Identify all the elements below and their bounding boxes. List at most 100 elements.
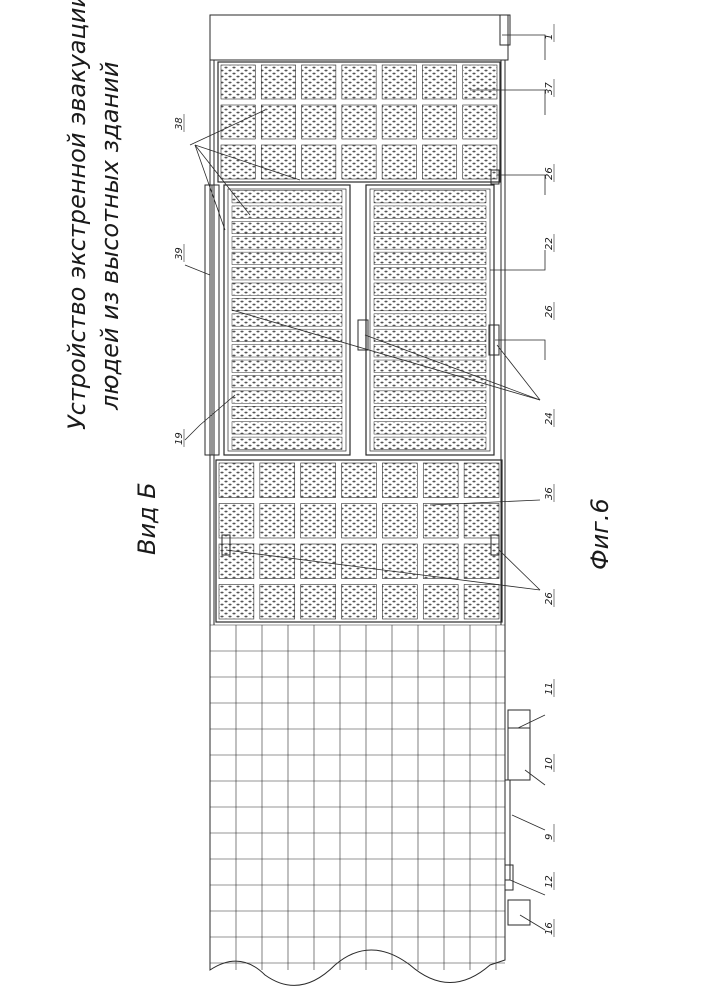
panel-22 bbox=[366, 185, 494, 455]
view-label: Вид Б bbox=[133, 482, 161, 555]
perforated-panel-icon bbox=[301, 585, 336, 620]
callout-37: 37 bbox=[544, 82, 555, 95]
perforated-panel-icon bbox=[422, 145, 456, 179]
perforated-panel-icon bbox=[374, 329, 486, 341]
callout-26a: 26 bbox=[544, 167, 555, 180]
perforated-panel-icon bbox=[260, 463, 295, 498]
perforated-panel-icon bbox=[374, 237, 486, 249]
perforated-panel-icon bbox=[232, 375, 342, 387]
perforated-panel-icon bbox=[422, 65, 456, 99]
perforated-panel-icon bbox=[374, 391, 486, 403]
perforated-panel-icon bbox=[342, 504, 377, 539]
leader-22 bbox=[490, 250, 545, 270]
title-line1: Устройство экстренной эвакуации bbox=[63, 0, 91, 430]
perforated-panel-icon bbox=[374, 283, 486, 295]
evacuation-device bbox=[205, 15, 530, 985]
perforated-panel-icon bbox=[374, 406, 486, 418]
perforated-panel-icon bbox=[464, 463, 499, 498]
perforated-panel-icon bbox=[464, 544, 499, 579]
perforated-panel-icon bbox=[232, 406, 342, 418]
perforated-panel-icon bbox=[232, 237, 342, 249]
leader-39 bbox=[185, 265, 210, 295]
perforated-panel-icon bbox=[261, 105, 295, 139]
perforated-panel-icon bbox=[374, 191, 486, 203]
grid-wall-icon bbox=[210, 625, 505, 970]
panel-36 bbox=[216, 460, 502, 622]
perforated-panel-icon bbox=[261, 65, 295, 99]
callout-26b: 26 bbox=[544, 305, 555, 318]
leader-16 bbox=[520, 915, 545, 930]
perforated-panel-icon bbox=[232, 314, 342, 326]
perforated-panel-icon bbox=[232, 345, 342, 357]
perforated-panel-icon bbox=[423, 463, 458, 498]
callout-24: 24 bbox=[544, 412, 555, 425]
perforated-panel-icon bbox=[342, 463, 377, 498]
perforated-panel-icon bbox=[463, 65, 497, 99]
fixture-16 bbox=[508, 900, 530, 925]
perforated-panel-icon bbox=[342, 65, 376, 99]
perforated-panel-icon bbox=[232, 329, 342, 341]
perforated-panel-icon bbox=[374, 360, 486, 372]
leader-10 bbox=[525, 770, 545, 785]
title-group: Устройство экстренной эвакуации людей из… bbox=[63, 0, 124, 430]
callout-9: 9 bbox=[544, 834, 555, 840]
callout-39: 39 bbox=[174, 247, 185, 260]
perforated-panel-icon bbox=[221, 145, 255, 179]
perforated-panel-icon bbox=[382, 463, 417, 498]
perforated-panel-icon bbox=[374, 206, 486, 218]
perforated-panel-icon bbox=[232, 391, 342, 403]
perforated-panel-icon bbox=[232, 268, 342, 280]
callout-11: 11 bbox=[544, 682, 555, 695]
perforated-panel-icon bbox=[221, 105, 255, 139]
perforated-panel-icon bbox=[463, 105, 497, 139]
perforated-panel-icon bbox=[342, 145, 376, 179]
frame-top bbox=[210, 15, 508, 60]
panel-37 bbox=[218, 62, 500, 182]
leader-26a bbox=[497, 175, 545, 195]
perforated-panel-icon bbox=[463, 145, 497, 179]
perforated-panel-icon bbox=[232, 422, 342, 434]
perforated-panel-icon bbox=[374, 314, 486, 326]
perforated-panel-icon bbox=[342, 105, 376, 139]
perforated-panel-icon bbox=[302, 105, 336, 139]
fixture-10 bbox=[508, 710, 530, 780]
title-line2: людей из высотных зданий bbox=[96, 62, 124, 412]
perforated-panel-icon bbox=[232, 283, 342, 295]
callout-10: 10 bbox=[544, 757, 555, 770]
perforated-panel-icon bbox=[342, 585, 377, 620]
callout-16: 16 bbox=[544, 922, 555, 935]
perforated-panel-icon bbox=[374, 221, 486, 233]
callout-36: 36 bbox=[544, 487, 555, 500]
callout-12: 12 bbox=[544, 875, 555, 888]
perforated-panel-icon bbox=[423, 544, 458, 579]
perforated-panel-icon bbox=[260, 504, 295, 539]
callout-38: 38 bbox=[174, 117, 185, 130]
perforated-panel-icon bbox=[382, 65, 416, 99]
perforated-panel-icon bbox=[374, 268, 486, 280]
perforated-panel-icon bbox=[232, 206, 342, 218]
leader-9 bbox=[512, 815, 545, 830]
perforated-panel-icon bbox=[374, 252, 486, 264]
perforated-panel-icon bbox=[374, 422, 486, 434]
leader-12 bbox=[510, 880, 545, 895]
perforated-panel-icon bbox=[260, 585, 295, 620]
perforated-panel-icon bbox=[219, 463, 254, 498]
perforated-panel-icon bbox=[374, 298, 486, 310]
leader-11 bbox=[518, 715, 545, 728]
perforated-panel-icon bbox=[261, 145, 295, 179]
perforated-panel-icon bbox=[232, 252, 342, 264]
perforated-panel-icon bbox=[464, 585, 499, 620]
perforated-panel-icon bbox=[374, 437, 486, 449]
perforated-panel-icon bbox=[219, 544, 254, 579]
perforated-panel-icon bbox=[301, 544, 336, 579]
perforated-panel-icon bbox=[382, 145, 416, 179]
perforated-panel-icon bbox=[232, 437, 342, 449]
perforated-panel-icon bbox=[302, 65, 336, 99]
wall-outline bbox=[210, 625, 505, 985]
perforated-panel-icon bbox=[221, 65, 255, 99]
perforated-panel-icon bbox=[301, 504, 336, 539]
perforated-panel-icon bbox=[232, 221, 342, 233]
callout-22: 22 bbox=[544, 237, 555, 250]
